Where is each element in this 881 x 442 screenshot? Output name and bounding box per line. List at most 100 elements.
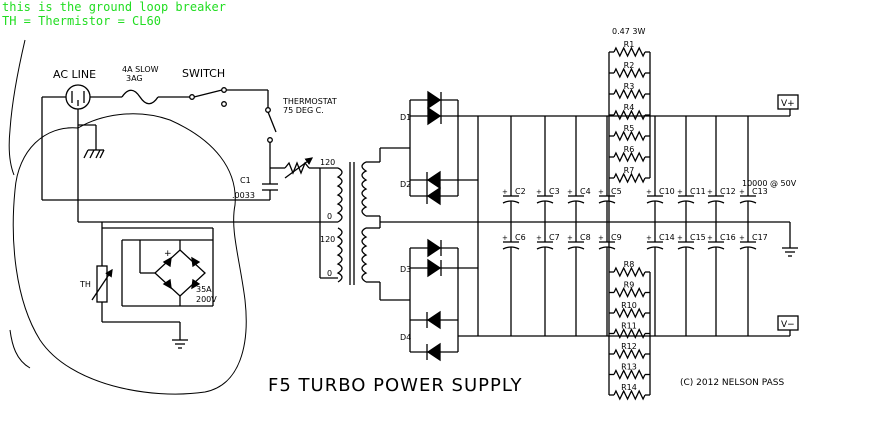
switch-icon (193, 89, 223, 98)
resistor-r1: R1 (609, 40, 650, 58)
label-thermostat: THERMOSTAT (282, 97, 337, 106)
resistor-r12: R12 (609, 342, 650, 360)
resistor-label-r10: R10 (621, 301, 637, 310)
label-v-plus: V+ (781, 99, 795, 109)
resistor-label-r11: R11 (621, 322, 637, 331)
resistor-label-r12: R12 (621, 342, 637, 351)
diode-d4-icon (426, 310, 441, 330)
capacitor-label-c12: C12 (720, 187, 736, 196)
capacitor-plus-c7: + (536, 234, 542, 242)
resistor-label-r6: R6 (624, 145, 635, 154)
capacitor-c6: +C6 (502, 222, 526, 336)
capacitor-label-c5: C5 (611, 187, 622, 196)
label-d2: D2 (400, 180, 411, 189)
resistor-label-r7: R7 (624, 166, 635, 175)
capacitor-c4: + C4 (567, 116, 591, 222)
label-c1-value: .0033 (232, 191, 255, 200)
capacitor-plus-c2: + (502, 188, 508, 196)
capacitor-c11: +C11 (677, 116, 706, 222)
resistor-r9: R9 (609, 281, 650, 298)
resistor-label-r5: R5 (624, 124, 635, 133)
label-v-minus: V− (781, 320, 795, 330)
capacitor-c14: +C14 (646, 222, 675, 336)
label-th: TH (79, 280, 91, 289)
capacitor-bank-bottom: +C6+C7+C8+C9+C14+C15+C16+C17 (502, 222, 768, 336)
capacitor-c10: +C10 (646, 116, 675, 222)
capacitor-label-c8: C8 (580, 233, 591, 242)
diode-d3-icon (427, 238, 442, 258)
resistor-r5: R5 (609, 124, 650, 142)
label-bridge-voltage: 200V (196, 295, 217, 304)
capacitor-plus-c3: + (536, 188, 542, 196)
annotation-line-2: TH = Thermistor = CL60 (2, 14, 161, 28)
label-tap-0-top: 0 (327, 212, 332, 221)
resistor-label-r3: R3 (624, 82, 635, 91)
capacitor-c3: +C3 (536, 116, 560, 222)
resistor-r13: R13 (609, 363, 650, 380)
label-bridge-plus: + (164, 249, 172, 259)
label-d4: D4 (400, 333, 411, 342)
v-minus-terminal (777, 315, 799, 331)
label-fuse-rating: 4A SLOW (122, 65, 159, 74)
label-switch: SWITCH (182, 67, 225, 80)
label-thermostat-temp: 75 DEG C. (283, 106, 324, 115)
fuse-icon (121, 89, 159, 105)
capacitor-c13: +C13 (739, 116, 768, 222)
capacitor-c16: +C16 (707, 222, 736, 336)
capacitor-c15: +C15 (677, 222, 706, 336)
outputs (777, 94, 799, 336)
capacitor-c7: + C7 (536, 222, 560, 336)
capacitor-plus-c11: + (677, 188, 683, 196)
capacitor-plus-c12: + (707, 188, 713, 196)
capacitor-plus-c8: + (567, 234, 573, 242)
diode-d1b-icon (427, 106, 442, 126)
capacitor-label-c17: C17 (752, 233, 768, 242)
diode-d2-icon (426, 170, 441, 190)
resistor-label-r14: R14 (621, 383, 637, 392)
thermostat-icon (267, 111, 277, 133)
capacitor-label-c2: C2 (515, 187, 526, 196)
diode-d3b-icon (427, 258, 442, 278)
label-tap-120-top: 120 (320, 158, 335, 167)
resistor-label-r2: R2 (624, 61, 635, 70)
capacitor-c9: + C9 (598, 222, 622, 336)
annotation-line-1: this is the ground loop breaker (2, 0, 226, 14)
capacitor-plus-c4: + (567, 188, 573, 196)
label-bridge-current: 35A (196, 285, 212, 294)
resistor-label-r13: R13 (621, 363, 637, 372)
capacitor-label-c4: C4 (580, 187, 591, 196)
bridge-rectifier-icon (139, 240, 206, 306)
capacitor-plus-c6: + (502, 234, 508, 242)
transformer-icon (336, 148, 381, 300)
label-tap-0-bottom: 0 (327, 269, 332, 278)
resistor-label-r4: R4 (624, 103, 635, 112)
capacitor-plus-c16: + (707, 234, 713, 242)
capacitor-plus-c14: + (646, 234, 652, 242)
capacitor-bank-top: +C2+C3+C4+C5+C10+C11+C12+C13 (502, 116, 768, 222)
capacitor-c12: + C12 (707, 116, 736, 222)
resistor-label-r9: R9 (624, 281, 635, 290)
ac-input-section (41, 84, 338, 279)
diagram-title: F5 TURBO POWER SUPPLY (268, 375, 523, 396)
capacitor-label-c9: C9 (611, 233, 622, 242)
resistor-r10: R10 (609, 301, 650, 319)
capacitor-c17: + C17 (739, 222, 768, 336)
diode-d1-icon (427, 90, 442, 110)
resistor-r3: R3 (609, 82, 650, 100)
capacitor-plus-c17: + (739, 234, 745, 242)
v-plus-terminal (777, 94, 799, 110)
resistor-r2: R2 (609, 61, 650, 79)
capacitor-plus-c9: + (598, 234, 604, 242)
label-d1: D1 (400, 113, 411, 122)
resistor-r14: R14 (609, 383, 650, 401)
resistor-r8: R8 (609, 260, 650, 278)
capacitor-c5: +C5 (598, 116, 622, 222)
ground-loop-breaker (91, 222, 214, 349)
label-cap-value: 10000 @ 50V (742, 179, 797, 188)
capacitor-label-c13: C13 (752, 187, 768, 196)
diode-d2b-icon (426, 186, 441, 206)
capacitor-label-c7: C7 (549, 233, 560, 242)
